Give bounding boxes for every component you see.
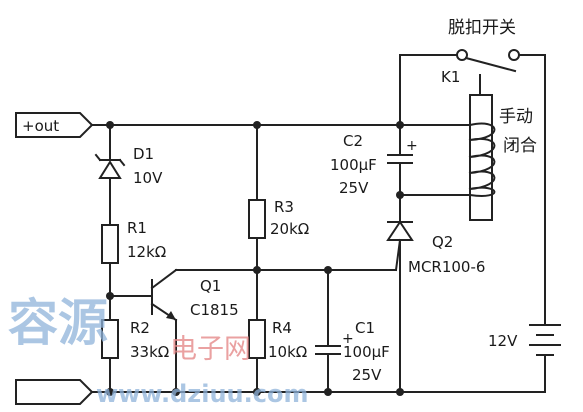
c1-plus: + bbox=[342, 331, 354, 347]
k1-contact-right bbox=[508, 49, 520, 61]
q2-part: MCR100-6 bbox=[408, 258, 485, 276]
k1-contact-left bbox=[456, 49, 468, 61]
r3-name: R3 bbox=[274, 198, 294, 216]
r2-value: 33kΩ bbox=[130, 343, 169, 361]
d1-name: D1 bbox=[133, 145, 154, 163]
r1-value: 12kΩ bbox=[127, 243, 166, 261]
junction bbox=[324, 388, 332, 396]
c1-name: C1 bbox=[355, 319, 375, 337]
c1-voltage: 25V bbox=[352, 366, 382, 384]
gnd-port bbox=[15, 379, 94, 405]
q2-name: Q2 bbox=[432, 233, 453, 251]
r4-name: R4 bbox=[272, 319, 292, 337]
k1-blade bbox=[464, 56, 517, 73]
battery-label: 12V bbox=[488, 332, 518, 350]
q2-thyristor bbox=[386, 220, 414, 393]
watermark-sub: 电子网 bbox=[170, 334, 251, 365]
switch-title: 脱扣开关 bbox=[448, 18, 516, 38]
c1-value: 100μF bbox=[343, 343, 390, 361]
junction bbox=[253, 388, 261, 396]
d1-value: 10V bbox=[133, 169, 163, 187]
r3-resistor bbox=[248, 199, 266, 239]
manual-close-label-2: 闭合 bbox=[503, 136, 537, 156]
junction bbox=[253, 266, 261, 274]
r1-name: R1 bbox=[127, 219, 147, 237]
out-port-label: +out bbox=[22, 117, 59, 135]
q1-name: Q1 bbox=[200, 277, 221, 295]
battery-12v bbox=[529, 324, 561, 393]
k1-label: K1 bbox=[441, 68, 460, 86]
manual-close-label-1: 手动 bbox=[499, 107, 533, 127]
junction bbox=[396, 388, 404, 396]
relay-coil-winding bbox=[468, 122, 496, 197]
q1-emitter-arrow bbox=[166, 311, 176, 320]
r2-name: R2 bbox=[130, 319, 150, 337]
watermark-brand: 容源 bbox=[8, 294, 108, 352]
junction bbox=[106, 388, 114, 396]
c2-value: 100μF bbox=[330, 156, 377, 174]
r4-value: 10kΩ bbox=[268, 343, 307, 361]
r1-resistor bbox=[101, 224, 119, 264]
junction bbox=[172, 388, 180, 396]
c2-voltage: 25V bbox=[339, 179, 369, 197]
out-port bbox=[15, 112, 94, 138]
q1-part: C1815 bbox=[190, 301, 239, 319]
r3-value: 20kΩ bbox=[270, 220, 309, 238]
c2-name: C2 bbox=[343, 132, 363, 150]
c2-plus: + bbox=[406, 138, 418, 154]
watermark-url: www.dziuu.com bbox=[96, 380, 308, 408]
q1-collector bbox=[150, 268, 178, 290]
r4-resistor bbox=[248, 319, 266, 359]
